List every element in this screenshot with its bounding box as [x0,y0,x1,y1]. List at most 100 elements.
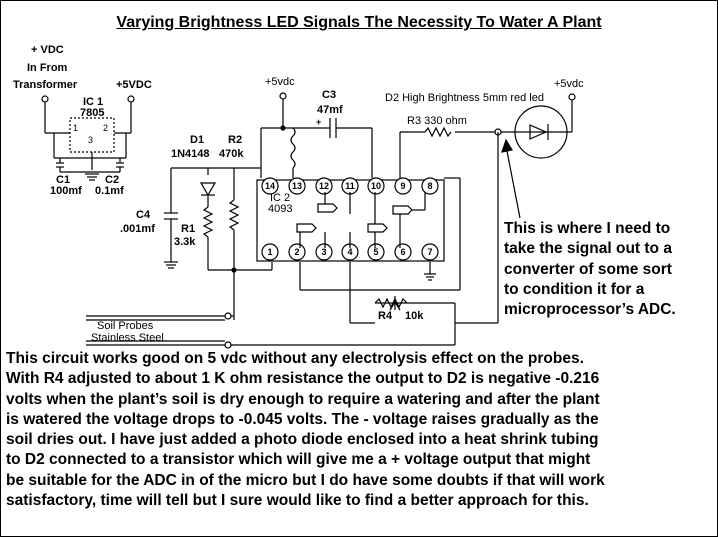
diagram-title: Varying Brightness LED Signals The Neces… [116,14,602,31]
c3-plus-sign: + [316,117,322,127]
gate-b [317,203,338,213]
ic1-label: IC 1 [83,96,104,108]
description-paragraph: This circuit works good on 5 vdc without… [6,349,605,511]
gate-a [296,223,317,233]
plus5-reg-label: +5VDC [116,79,152,91]
note-line: take the signal out to a [504,240,672,258]
timing-network [164,167,272,320]
r2-value: 470k [219,148,244,160]
plus5-terminal-left [127,95,135,103]
ic2-top-pin-label: 9 [400,181,405,191]
soil-probes-label-1: Soil Probes [97,320,154,332]
gate-d [392,205,413,215]
ic2-bottom-pin-label: 6 [400,247,405,257]
r1-value: 3.3k [174,236,196,248]
ic1-pin-1: 1 [73,123,79,133]
ic2-top-pin-9 [394,177,412,195]
note-line: to condition it for a [504,280,645,298]
ic2-bottom-pin-6 [394,243,412,261]
r2-label: R2 [228,134,243,146]
ic2-top-pin-label: 8 [427,181,432,191]
ic2-top-pin-8 [421,177,439,195]
c4-label: C4 [136,209,151,221]
paragraph-line: be suitable for the ADC in of the micro … [6,471,605,489]
vdc-in-label-1: + VDC [31,44,64,56]
c2-label: C2 [105,174,120,186]
vdc-in-terminal [41,95,49,103]
r4-label: R4 [378,310,393,322]
paragraph-line: volts when the plant’s soil is dry enoug… [6,390,600,408]
r1-resistor [202,206,214,238]
ic2-top-pin-14 [261,177,279,195]
gate-c [367,223,388,233]
ic2-top-pin-label: 14 [265,181,275,191]
c1-value: 100mf [50,185,82,197]
note-line: This is where I need to [504,220,671,237]
r4-value: 10k [405,310,424,322]
c3-label: C3 [322,89,337,101]
pointer-arrow [505,145,521,219]
r1-label: R1 [181,223,196,235]
c2-value: 0.1mf [95,185,124,197]
d2-label: D2 High Brightness 5mm red led [385,92,544,104]
ic2-bottom-pin-7 [421,243,439,261]
ic2-bottom-pin-label: 2 [294,247,299,257]
paragraph-line: is watered the voltage drops to -0.045 v… [6,410,599,428]
r4-resistor [374,297,408,309]
vdc-in-label-3: Transformer [13,79,78,91]
ic2-top-pin-label: 11 [345,181,355,191]
ic1-pin-2: 2 [103,123,109,133]
r3-label: R3 330 ohm [407,115,467,127]
ic2-top-pin-12 [315,177,333,195]
ic2-top-pin-label: 12 [319,181,329,191]
r2-resistor [228,199,240,231]
signal-note: This is where I need to take the signal … [504,219,676,320]
ic2-bottom-pin-1 [261,243,279,261]
probe-terminal-1 [224,312,232,320]
note-line: converter of some sort [504,260,672,278]
ic2-top-pin-label: 10 [371,181,381,191]
c1-label: C1 [56,174,71,186]
supply-rail [260,92,373,178]
d1-label: D1 [190,134,205,146]
ic2-bottom-pin-3 [315,243,333,261]
ic2-label: IC 2 [270,192,291,204]
note-line: microprocessor’s ADC. [504,301,676,319]
paragraph-line: to D2 connected to a transistor which wi… [6,451,591,469]
ic2-bottom-pin-label: 4 [347,247,352,257]
ic2-top-pin-10 [367,177,385,195]
probe-terminal-2 [224,341,232,349]
vdc-in-label-2: In From [27,62,68,74]
c3-value: 47mf [317,104,343,116]
r3-resistor [424,126,452,138]
plus5-right-label: +5vdc [554,78,584,90]
ic1-part-label: 7805 [80,107,105,119]
soil-probes-label-2: Stainless Steel [91,332,164,344]
plus5-top-label: +5vdc [265,76,295,88]
ic2-bottom-pin-2 [288,243,306,261]
ic2-bottom-pin-5 [367,243,385,261]
plus5-terminal-top [279,92,287,100]
ic2-bottom-pin-label: 1 [267,247,272,257]
led-triangle [529,124,548,140]
paragraph-line: satisfactory, time will tell but I sure … [6,492,589,510]
plus5-terminal-right [568,93,576,101]
ic2-part-label: 4093 [268,203,293,215]
paragraph-line: This circuit works good on 5 vdc without… [6,350,584,367]
ic1-pin-3: 3 [88,135,94,145]
paragraph-line: soil dries out. I have just added a phot… [6,431,599,449]
ic2-bottom-pin-label: 3 [321,247,326,257]
ic2-top-pin-label: 13 [292,181,302,191]
feedback-network [86,177,461,349]
ic2-top-pin-13 [288,177,306,195]
c4-value: .001mf [120,223,155,235]
d1-part-label: 1N4148 [171,148,210,160]
d1-diode [199,182,217,197]
power-supply [41,95,135,181]
paragraph-line: With R4 adjusted to about 1 K ohm resist… [6,370,600,388]
led-output [399,93,576,324]
ic2-bottom-pin-label: 7 [427,247,432,257]
ic2-bottom-pin-label: 5 [373,247,378,257]
